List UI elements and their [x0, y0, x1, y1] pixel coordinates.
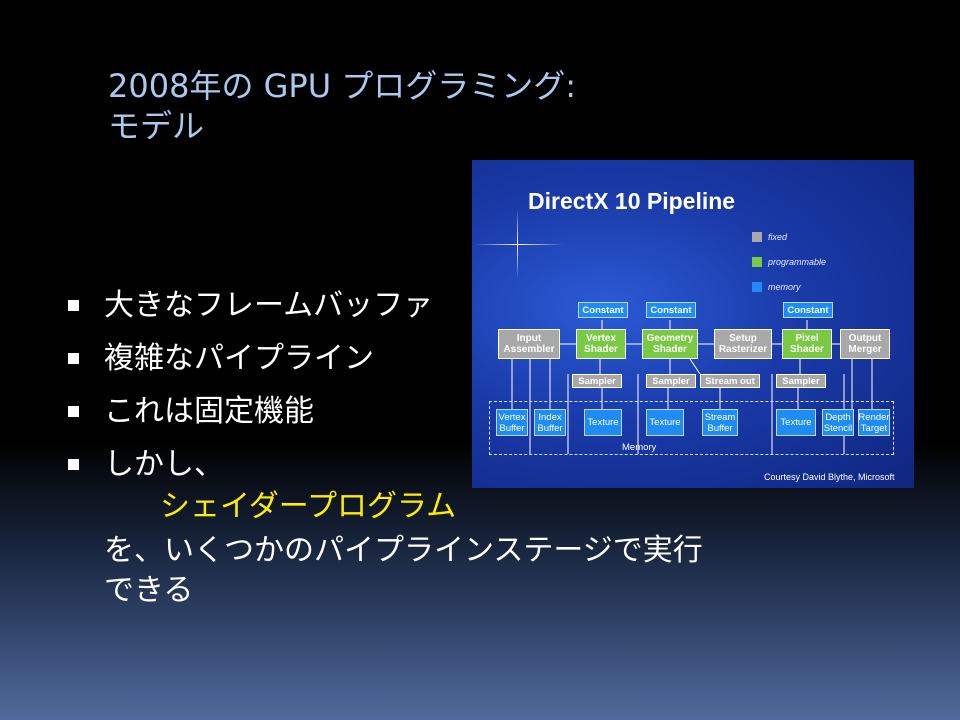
stage-pixel-shader: Pixel Shader — [782, 329, 832, 359]
stream-out: Stream out — [700, 374, 760, 388]
bullet-item-3: これは固定機能 — [66, 392, 886, 432]
memory-label: Memory — [622, 442, 657, 453]
legend-swatch-fixed — [752, 231, 762, 242]
constant-vertex: Constant — [578, 302, 628, 318]
legend-programmable: programmable — [752, 249, 826, 274]
bullet-marker — [68, 459, 79, 470]
image-credit: Courtesy David Blythe, Microsoft — [764, 472, 895, 482]
sparkle-vertical — [517, 208, 518, 280]
stage-output-merger: Output Merger — [840, 329, 890, 359]
sparkle-horizontal — [474, 244, 564, 245]
bullet-text-4: しかし、 — [104, 447, 224, 482]
memory-texture-geometry: Texture — [646, 409, 684, 436]
sampler-pixel: Sampler — [776, 374, 826, 388]
slide-title: 2008年の GPU プログラミング: モデル — [108, 66, 668, 146]
bullet-text-1: 大きなフレームバッファ — [104, 288, 434, 323]
title-line-2: モデル — [108, 107, 205, 145]
bullet-highlight-shader-program: シェイダープログラム — [160, 489, 457, 524]
stage-geometry-shader: Geometry Shader — [642, 329, 698, 359]
legend-fixed: fixed — [752, 224, 826, 249]
memory-stream-buffer: Stream Buffer — [702, 409, 738, 436]
bullet-text-2: 複雑なパイプライン — [104, 341, 374, 376]
memory-render-target: Render Target — [858, 409, 890, 436]
stage-vertex-shader: Vertex Shader — [576, 329, 626, 359]
memory-depth-stencil: Depth Stencil — [822, 409, 854, 436]
legend-label-programmable: programmable — [768, 256, 827, 267]
stage-input-assembler: Input Assembler — [498, 329, 560, 359]
memory-frame — [489, 401, 894, 455]
stage-setup-rasterizer: Setup Rasterizer — [714, 329, 772, 359]
memory-texture-pixel: Texture — [776, 409, 816, 436]
bullet-item-2: 複雑なパイプライン — [66, 339, 886, 379]
memory-texture-vertex: Texture — [584, 409, 622, 436]
legend-swatch-programmable — [752, 256, 762, 267]
bullet-item-4: しかし、 シェイダープログラム を、いくつかのパイプラインステージで実行 できる — [66, 445, 886, 611]
legend-memory: memory — [752, 274, 826, 299]
legend-swatch-memory — [752, 281, 762, 292]
legend: fixed programmable memory — [752, 224, 826, 299]
legend-label-memory: memory — [768, 281, 801, 292]
constant-pixel: Constant — [783, 302, 833, 318]
pipeline-title: DirectX 10 Pipeline — [528, 188, 736, 214]
memory-vertex-buffer: Vertex Buffer — [496, 409, 528, 436]
sampler-vertex: Sampler — [572, 374, 622, 388]
constant-geometry: Constant — [646, 302, 696, 318]
pipeline-connectors — [511, 320, 873, 454]
directx10-pipeline-diagram: DirectX 10 Pipeline fixed programmable m… — [472, 160, 914, 488]
legend-label-fixed: fixed — [768, 231, 788, 242]
bullet-marker — [68, 406, 79, 417]
bullet-list: 大きなフレームバッファ 複雑なパイプライン これは固定機能 しかし、 シェイダー… — [66, 286, 886, 624]
memory-index-buffer: Index Buffer — [534, 409, 566, 436]
sampler-geometry: Sampler — [646, 374, 696, 388]
bullet-text-4-line3: を、いくつかのパイプラインステージで実行 — [104, 533, 703, 568]
bullet-item-1: 大きなフレームバッファ — [66, 286, 886, 326]
bullet-text-4-line4: できる — [104, 573, 194, 608]
title-line-1: 2008年の GPU プログラミング: — [108, 67, 577, 105]
bullet-marker — [68, 300, 79, 311]
bullet-text-3: これは固定機能 — [104, 394, 314, 429]
bullet-marker — [68, 353, 79, 364]
